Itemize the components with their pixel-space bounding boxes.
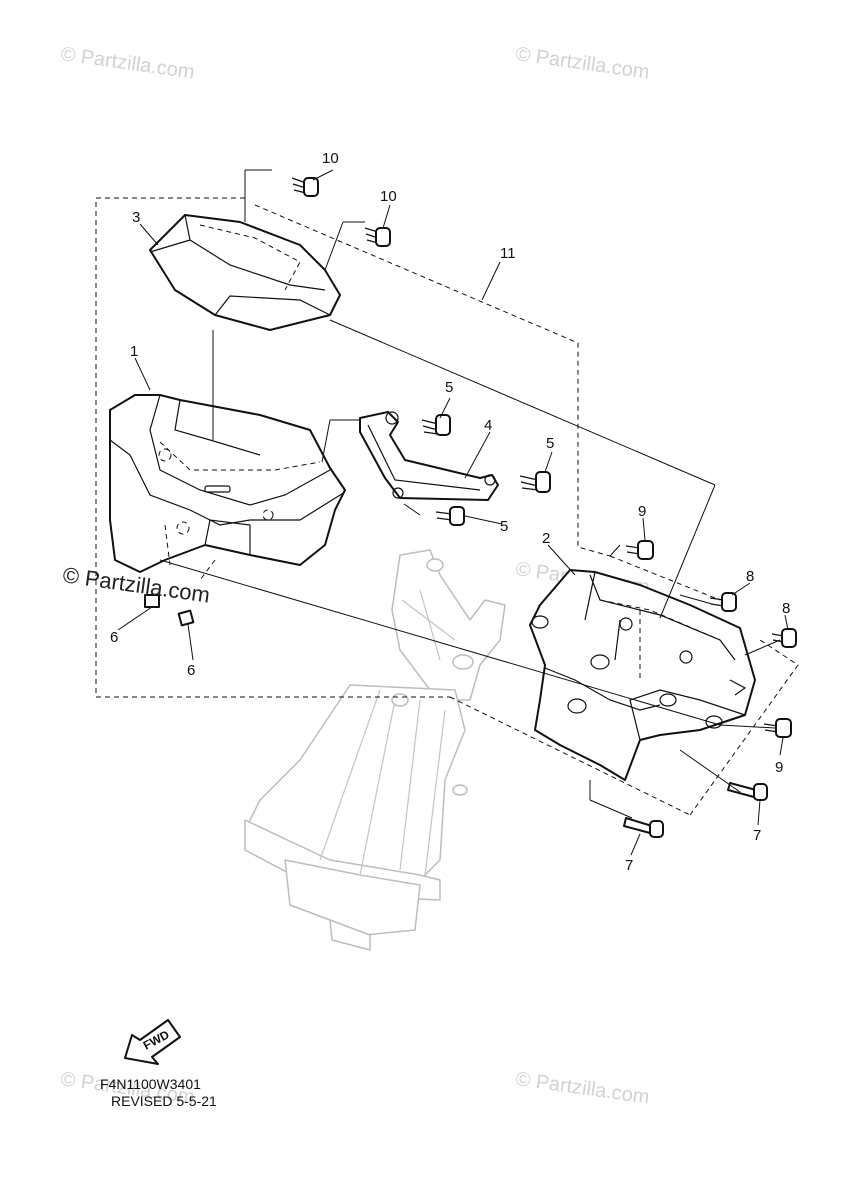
bolt-10-b [364,227,391,247]
watermark-bottom-right: © Partzilla.com [514,1068,651,1109]
callout-9-a: 9 [638,503,646,520]
bolt-10-a [291,177,319,197]
fwd-arrow: FWD [124,1019,181,1065]
bolt-7-a [727,782,768,801]
callout-5-a: 5 [445,379,453,396]
callout-3: 3 [132,209,140,226]
part-6-nuts [144,594,195,627]
callout-7-b: 7 [625,857,633,874]
fasteners [291,177,797,838]
callout-9-b: 9 [775,759,783,776]
part-4-bracket [321,411,499,501]
bolt-8-a [709,592,737,612]
bolt-9-b [763,718,792,738]
nut-6-b [177,609,195,627]
bolt-5-c [435,506,465,526]
part-1-handle-cover [109,394,346,581]
bolt-9-a [625,540,654,560]
drawing-code: F4N1100W3401 [100,1076,201,1092]
callout-8-a: 8 [746,568,754,585]
drawing-info: F4N1100W3401 REVISED 5-5-21 [100,1076,217,1109]
bolt-8-b [771,628,797,648]
leader-lines [117,169,789,856]
callout-7-a: 7 [753,827,761,844]
callout-5-c: 5 [500,518,508,535]
callouts: 10 10 3 11 1 5 4 5 5 9 2 8 8 6 6 9 7 7 [110,150,790,874]
bolt-5-b [519,471,551,493]
assembly-boundary [95,197,799,816]
watermark-top-right: © Partzilla.com [514,43,651,84]
callout-5-b: 5 [546,435,554,452]
watermark-top-left: © Partzilla.com [59,43,196,84]
callout-6-b: 6 [187,662,195,679]
callout-10-a: 10 [322,150,339,167]
bolt-7-b [623,817,664,838]
part-3-meter-cover [149,214,341,331]
callout-2: 2 [542,530,550,547]
callout-11: 11 [500,245,516,262]
callout-6-a: 6 [110,629,118,646]
revision-note: REVISED 5-5-21 [111,1093,217,1109]
bolt-5-a [421,414,451,436]
callout-1: 1 [130,343,138,360]
callout-4: 4 [484,417,492,434]
callout-8-b: 8 [782,600,790,617]
part-2-front-cover [529,569,756,781]
phantom-steering-post [244,549,506,951]
callout-10-b: 10 [380,188,397,205]
